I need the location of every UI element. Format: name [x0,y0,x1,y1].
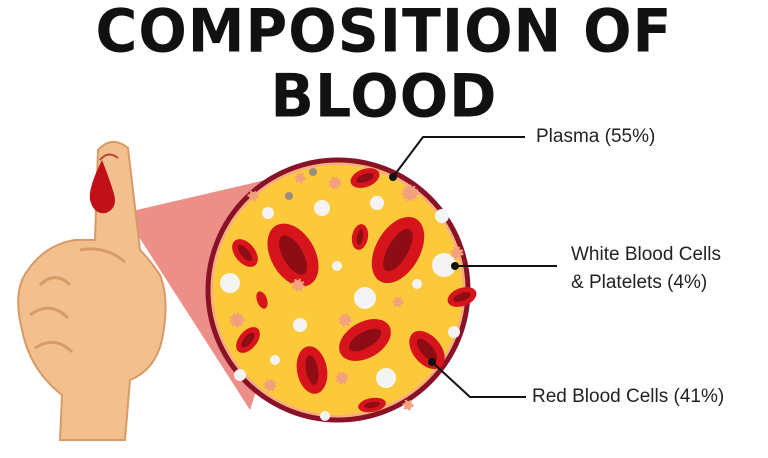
diagram-title: COMPOSITION OF BLOOD [95,0,673,132]
red-blood-cells [232,168,477,413]
rbc-label: Red Blood Cells (41%) [532,386,725,407]
rbc-leader-line [431,361,526,398]
leader-lines [392,136,557,398]
leader-dots [389,173,459,366]
wbc-leader-dot [451,262,459,270]
wbc-label-line2: & Platelets (4%) [571,272,708,293]
white-blood-cells [220,196,460,421]
rbc-leader-dot [428,358,436,366]
plasma-leader-line [392,136,525,178]
platelets [229,172,464,411]
blood-drop-icon [89,160,115,214]
plasma-label: Plasma (55%) [536,126,656,147]
hand-illustration [17,141,167,441]
wbc-label-line1: White Blood Cells [571,244,721,265]
grey-particles [285,168,317,200]
plasma-leader-dot [389,173,397,181]
